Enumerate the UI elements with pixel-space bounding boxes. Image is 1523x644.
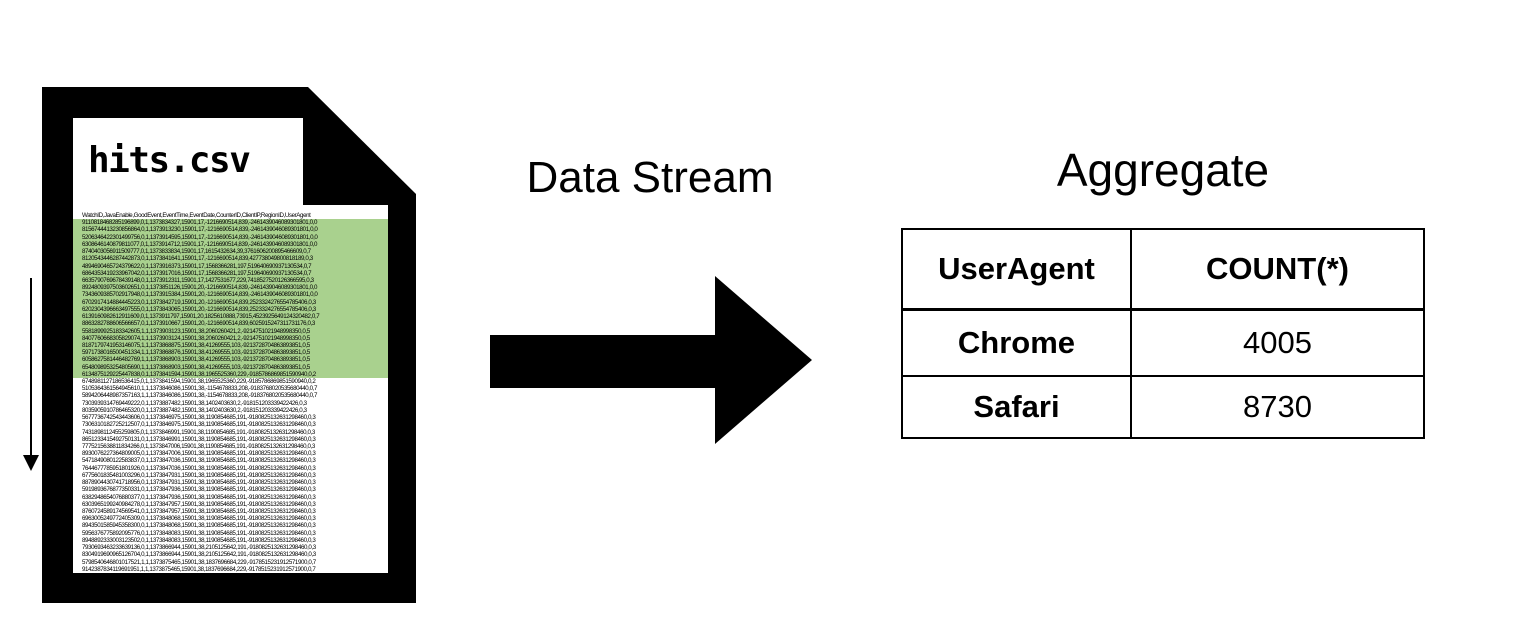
csv-rows: 9110818468285196899,0,1,1373834327,15901… — [73, 219, 388, 573]
csv-row: 4894690465724379622,0,1,1373916373,15901… — [73, 262, 388, 270]
csv-row: 5919893676877350331,0,1,1373847936,15901… — [82, 486, 316, 494]
csv-row: 8863282788606566657,0,1,1373910667,15901… — [73, 320, 388, 328]
csv-row: 8740403056911509777,0,1,1373833834,15901… — [73, 248, 388, 256]
csv-row: 8943501585945358300,0,1,1373848068,15901… — [82, 522, 316, 530]
table-row: Safari 8730 — [903, 377, 1423, 437]
column-header-count: COUNT(*) — [1206, 251, 1349, 286]
csv-row: 8156744413230856864,0,1,1373913230,15901… — [73, 226, 388, 234]
csv-row: 5206346422301499756,0,1,1373914595,15901… — [73, 233, 388, 241]
csv-row: 6303965199240984278,0,1,1373847957,15901… — [82, 500, 316, 508]
csv-row: 8948892333003123502,0,1,1373848083,15901… — [82, 536, 316, 544]
useragent-cell: Safari — [903, 377, 1132, 437]
csv-row: 5971738016500451334,1,1,1373868876,15901… — [73, 349, 388, 357]
scroll-down-arrow-icon — [23, 278, 39, 471]
csv-row: 8924809397503602651,0,1,1373851126,15901… — [73, 284, 388, 292]
csv-row: 7930693463233639136,0,1,1373866944,15901… — [82, 544, 316, 552]
count-cell: 8730 — [1243, 389, 1312, 424]
csv-row: 8651233415492750131,0,1,1373846991,15901… — [82, 435, 316, 443]
csv-header-row: WatchID,JavaEnable,GoodEvent,EventTime,E… — [82, 212, 311, 219]
csv-row: 5798540646801017521,1,1,1373875465,15901… — [82, 558, 316, 566]
csv-row: 6058627581446482769,1,1,1373868903,15901… — [73, 356, 388, 364]
csv-row: 8930076227364809005,0,1,1373847006,15901… — [82, 450, 316, 458]
csv-row: 5956376775892095776,0,1,1373848083,15901… — [82, 529, 316, 537]
csv-row: 6702917414884445223,0,1,1373842719,15901… — [73, 298, 388, 306]
csv-row: 8760724589174569541,0,1,1373847957,15901… — [82, 507, 316, 515]
csv-row: 5894206448987357163,1,1,1373846086,15901… — [82, 392, 318, 400]
csv-row: 6775601835481003296,0,1,1373847931,15901… — [82, 471, 316, 479]
csv-row: 8407760668305829074,1,1,1373903124,15901… — [73, 334, 388, 342]
csv-row: 5581899925183342605,1,1,1373903123,15901… — [73, 327, 388, 335]
csv-row: 6202304396663497555,0,1,1373843065,15901… — [73, 305, 388, 314]
csv-row: 9110818468285196899,0,1,1373834327,15901… — [73, 219, 388, 227]
file-name: hits.csv — [88, 140, 251, 181]
data-stream-label: Data Stream — [526, 153, 774, 202]
csv-row: 5471849080122583837,0,1,1373847036,15901… — [82, 457, 316, 465]
csv-row: 5677736742543443606,0,1,1373846975,15901… — [82, 414, 316, 422]
csv-row: 8120543446287442873,0,1,1373841641,15901… — [73, 255, 388, 263]
data-stream-arrow-icon — [490, 276, 812, 444]
csv-row: 6382948654076880377,0,1,1373847936,15901… — [82, 493, 316, 501]
csv-row: 7431898112455259805,0,1,1373846991,15901… — [82, 428, 315, 436]
csv-row: 7303939314769449222,0,1,1373887482,15901… — [82, 399, 307, 407]
csv-row: 8878904430741718956,0,1,1373847931,15901… — [82, 479, 316, 487]
csv-row: 5105364361564945610,1,1,1373846086,15901… — [82, 385, 318, 393]
csv-row: 8304919690965126704,0,1,1373866944,15901… — [82, 551, 316, 559]
csv-row: 7343609385702917948,0,1,1373915384,15901… — [73, 291, 388, 299]
csv-preview: WatchID,JavaEnable,GoodEvent,EventTime,E… — [73, 212, 388, 574]
aggregate-table: UserAgent COUNT(*) Chrome 4005 Safari 87… — [901, 228, 1425, 439]
csv-row: 8035905910786465320,0,1,1373887482,15901… — [82, 406, 307, 414]
csv-row: 6548098953254805690,1,1,1373868903,15901… — [73, 363, 388, 371]
table-header-row: UserAgent COUNT(*) — [903, 230, 1423, 311]
count-cell: 4005 — [1243, 325, 1312, 360]
csv-row: 7644677785951801926,0,1,1373847036,15901… — [82, 464, 316, 472]
column-header-useragent: UserAgent — [903, 230, 1132, 308]
table-row: Chrome 4005 — [903, 311, 1423, 377]
csv-row: 6308646140879811077,0,1,1373914712,15901… — [73, 240, 388, 249]
csv-row: 9142387834119691951,1,1,1373875465,15901… — [82, 565, 316, 573]
aggregate-title: Aggregate — [1056, 144, 1270, 196]
csv-row: 7306310182725212507,0,1,1373846975,15901… — [82, 421, 316, 429]
csv-row: 6864353419233967042,0,1,1373917016,15901… — [73, 269, 388, 277]
csv-row: 6139160982612911609,0,1,1373911797,15901… — [73, 313, 388, 321]
csv-row: 8187179741953146075,1,1,1373868875,15901… — [73, 341, 388, 350]
csv-row: 6963005249772405309,0,1,1373848068,15901… — [82, 515, 316, 523]
csv-row: 7775215638811834266,0,1,1373847006,15901… — [82, 443, 315, 450]
csv-row: 6748981127186536415,0,1,1373841594,15901… — [82, 378, 316, 386]
useragent-cell: Chrome — [903, 311, 1132, 375]
csv-row: 6635790769678439148,0,1,1373912311,15901… — [73, 276, 388, 285]
csv-row: 6134875129225447838,0,1,1373841594,15901… — [73, 370, 388, 379]
